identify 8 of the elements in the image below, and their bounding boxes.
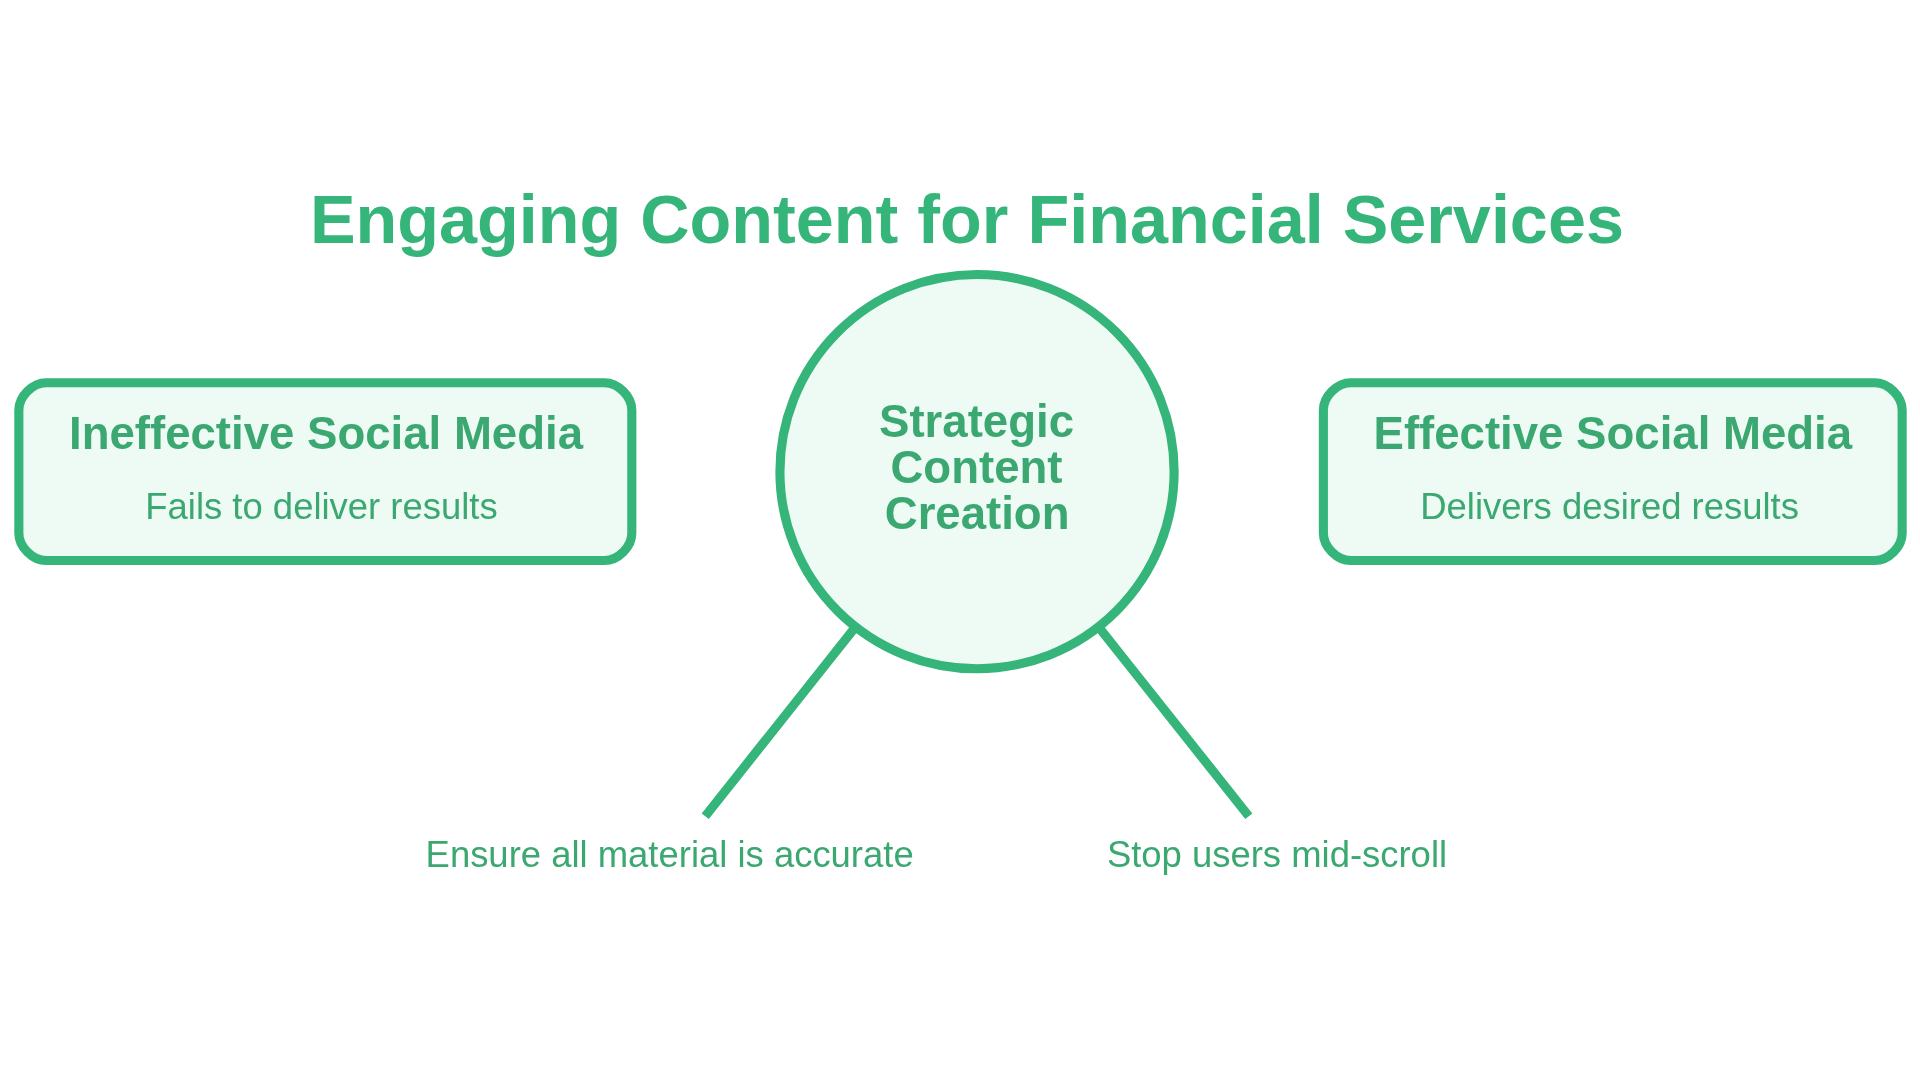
node-circle: Strategic Content Creation xyxy=(774,270,1179,674)
node-text: Stop users mid-scroll xyxy=(1106,833,1447,875)
node-box: Effective Social Media Delivers desired results xyxy=(1318,378,1907,566)
node-box: Ineffective Social Media Fails to deliver results xyxy=(13,378,636,566)
node-text: Ensure all material is accurate xyxy=(425,833,914,875)
connector xyxy=(701,624,859,820)
connector xyxy=(1094,624,1252,820)
diagram-title: Engaging Content for Financial Services xyxy=(309,180,1624,257)
